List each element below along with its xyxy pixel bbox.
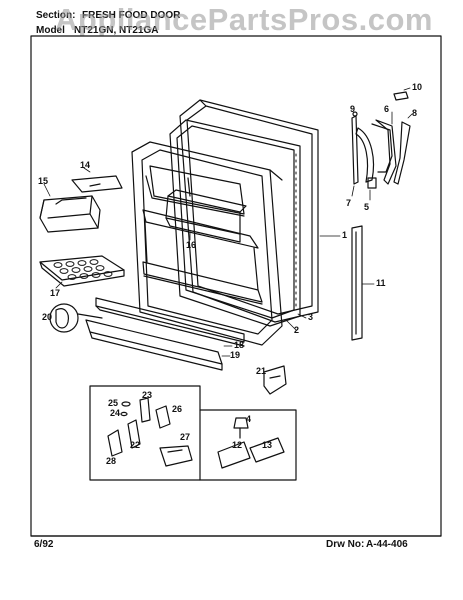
callout-19: 19 (230, 350, 241, 360)
leader-lines (43, 87, 413, 357)
callout-1: 1 (342, 230, 348, 240)
watermark: AppliancePartsPros.com (55, 2, 433, 37)
door-bottom-trim (85, 319, 223, 371)
callout-16: 16 (186, 240, 197, 250)
butter-door (71, 175, 123, 193)
callout-10: 10 (412, 82, 423, 92)
callout-3: 3 (308, 312, 314, 322)
callout-12: 12 (232, 440, 243, 450)
drawing-number-label: Drw No: (326, 539, 365, 550)
callout-11: 11 (376, 278, 386, 288)
callout-23: 23 (142, 390, 153, 400)
door-side-strip (351, 225, 363, 341)
callout-9: 9 (350, 104, 356, 114)
callout-18: 18 (234, 340, 245, 350)
callout-20: 20 (42, 312, 53, 322)
callout-8: 8 (412, 108, 418, 118)
model-label: Model (36, 25, 65, 36)
callout-5: 5 (364, 202, 370, 212)
callout-2: 2 (294, 325, 300, 335)
door-shelf-bar (95, 297, 245, 347)
door-liner (131, 141, 283, 346)
upper-door-bin (165, 189, 247, 243)
callout-28: 28 (106, 456, 117, 466)
butter-compartment (39, 195, 101, 233)
egg-tray (39, 255, 125, 287)
model-value: NT21GN, NT21GA (74, 25, 159, 36)
hinge-hardware-inset (89, 385, 297, 481)
callout-6: 6 (384, 104, 390, 114)
callout-14: 14 (80, 160, 91, 170)
handle-detail (49, 303, 103, 333)
callout-13: 13 (262, 440, 273, 450)
hinge-straps (351, 91, 411, 189)
callout-26: 26 (172, 404, 183, 414)
callout-7: 7 (346, 198, 352, 208)
section-label: Section: (36, 10, 76, 21)
callout-27: 27 (180, 432, 191, 442)
footer-date: 6/92 (34, 539, 54, 550)
handle-bracket (263, 365, 287, 395)
callout-25: 25 (108, 398, 119, 408)
callout-15: 15 (38, 176, 49, 186)
callout-24: 24 (110, 408, 121, 418)
callout-21: 21 (256, 366, 267, 376)
callout-22: 22 (130, 440, 141, 450)
callout-17: 17 (50, 288, 61, 298)
drawing-number-value: A-44-406 (366, 539, 408, 550)
section-value: FRESH FOOD DOOR (82, 10, 181, 21)
callout-4: 4 (246, 414, 252, 424)
